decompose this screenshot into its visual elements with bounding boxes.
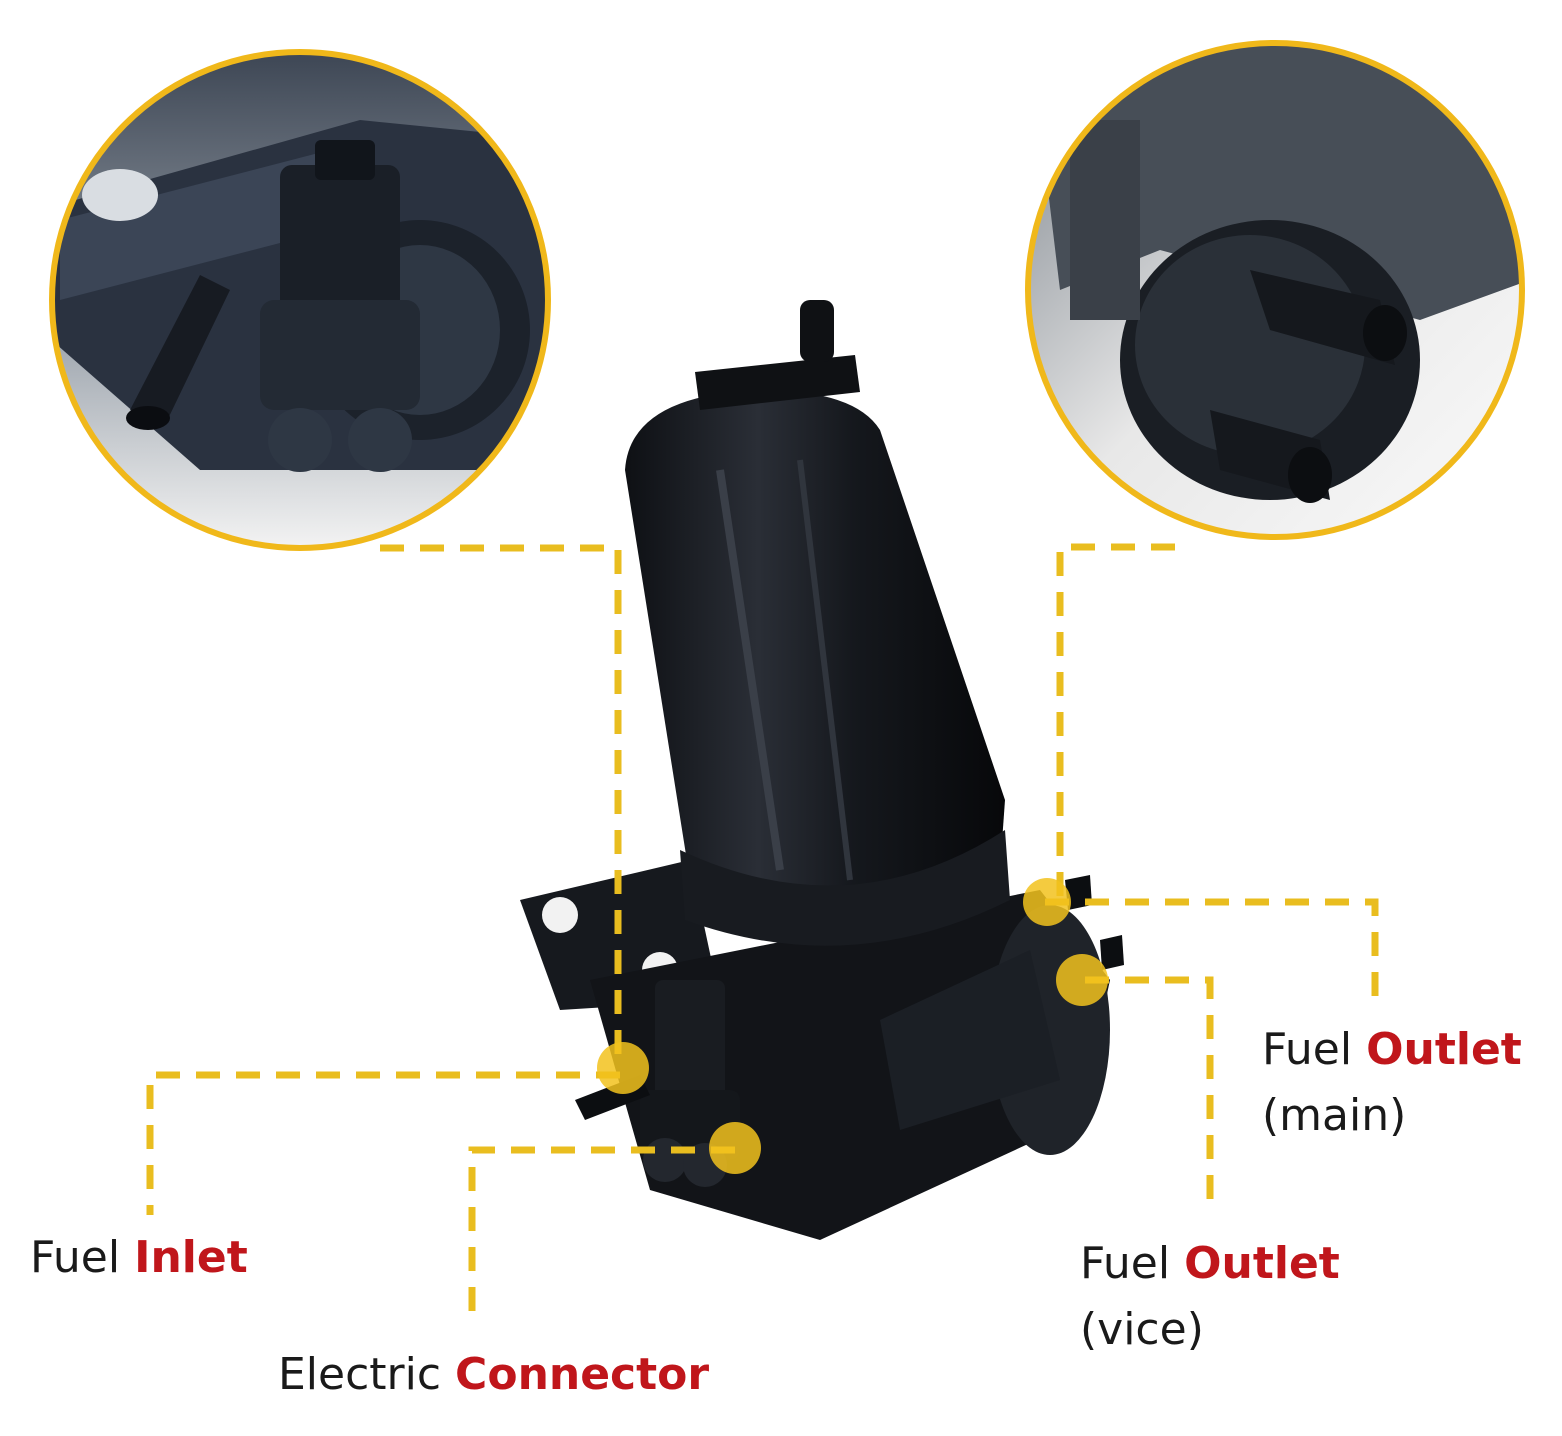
label-electric-connector-highlight: Connector	[455, 1349, 710, 1400]
leader-line-outlet-zoom	[1056, 543, 1175, 900]
label-fuel-inlet-prefix: Fuel	[30, 1232, 121, 1283]
label-fuel-outlet-vice-note: (vice)	[1080, 1304, 1204, 1355]
leader-line-electric-connector	[468, 1146, 735, 1325]
zoom-circle-connector	[49, 49, 551, 551]
dot-outlet-main	[1023, 878, 1071, 926]
label-fuel-inlet: Fuel Inlet	[30, 1225, 248, 1291]
leader-line-outlet-main	[1045, 898, 1379, 1000]
zoom-circle-outlets	[1025, 40, 1525, 540]
label-electric-connector-prefix: Electric	[278, 1349, 442, 1400]
label-fuel-outlet-main: Fuel Outlet (main)	[1262, 1017, 1522, 1149]
dot-outlet-vice	[1056, 954, 1108, 1006]
label-fuel-outlet-main-prefix: Fuel	[1262, 1024, 1353, 1075]
leader-line-outlet-vice	[1085, 976, 1214, 1210]
dot-fuel-inlet	[597, 1042, 649, 1094]
label-fuel-inlet-highlight: Inlet	[134, 1232, 248, 1283]
label-fuel-outlet-vice-highlight: Outlet	[1184, 1238, 1340, 1289]
label-fuel-outlet-vice-prefix: Fuel	[1080, 1238, 1171, 1289]
leader-line-connector-zoom	[380, 544, 622, 1065]
leader-lines	[146, 543, 1379, 1325]
dot-electric-connector	[709, 1122, 761, 1174]
outlet-ports-closeup-illustration	[1030, 43, 1522, 503]
label-fuel-outlet-main-highlight: Outlet	[1366, 1024, 1522, 1075]
leader-line-fuel-inlet	[146, 1071, 620, 1215]
fuel-lift-pump-illustration	[520, 300, 1124, 1240]
highlight-dots	[597, 878, 1108, 1174]
connector-closeup-illustration	[52, 120, 548, 472]
label-fuel-outlet-vice: Fuel Outlet (vice)	[1080, 1231, 1340, 1363]
label-electric-connector: Electric Connector	[278, 1342, 709, 1408]
label-fuel-outlet-main-note: (main)	[1262, 1090, 1407, 1141]
